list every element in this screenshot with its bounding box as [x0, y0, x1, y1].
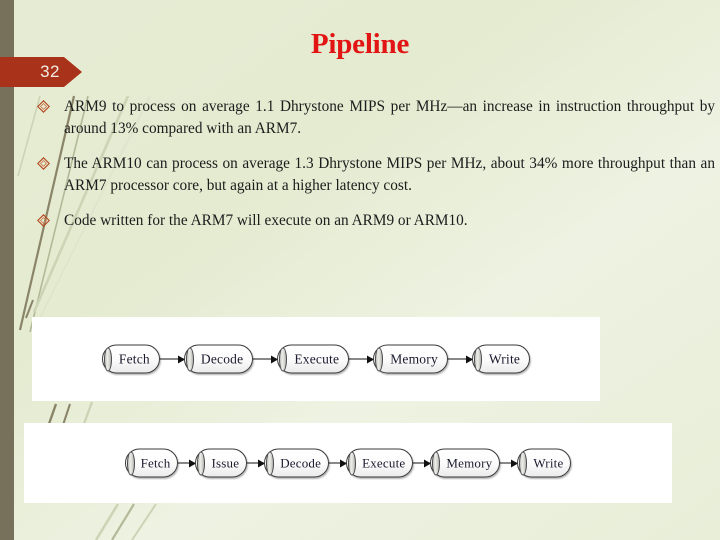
pipeline-stage-write: Write [471, 344, 531, 374]
pipeline-latch-icon [473, 347, 482, 371]
pipeline-latch-icon [126, 451, 135, 475]
pipeline-stage-issue: Issue [195, 448, 248, 478]
pipeline-stage-memory: Memory [373, 344, 448, 374]
slide-number-banner: 32 [0, 57, 82, 87]
pipeline-stage-fetch: Fetch [124, 448, 179, 478]
list-item-text: ARM9 to process on average 1.1 Dhrystone… [64, 98, 715, 138]
pipeline-stage-execute: Execute [277, 344, 350, 374]
pipeline-stage-decode: Decode [183, 344, 254, 374]
list-item: Code written for the ARM7 will execute o… [33, 210, 715, 232]
pipeline-latch-icon [197, 451, 206, 475]
pipeline-stage-label: Fetch [118, 351, 150, 366]
pipeline-latch-icon [103, 347, 112, 371]
five-stage-pipeline-diagram: Fetch Decode Execute Memory [32, 317, 600, 401]
bullet-list: ARM9 to process on average 1.1 Dhrystone… [33, 96, 715, 232]
pipeline-stage-label: Decode [280, 455, 322, 470]
pipeline-stage-label: Issue [211, 455, 240, 470]
pipeline-arrow-icon [253, 354, 279, 364]
pipeline-arrow-icon [349, 354, 375, 364]
pipeline-latch-icon [432, 451, 441, 475]
pipeline-arrow-icon [159, 354, 185, 364]
pipeline-stage-memory: Memory [430, 448, 501, 478]
list-item-text: The ARM10 can process on average 1.3 Dhr… [64, 155, 715, 195]
pipeline-latch-icon [266, 451, 275, 475]
pipeline-stage-row: Fetch Issue Decode Execute [24, 448, 672, 478]
list-item: ARM9 to process on average 1.1 Dhrystone… [33, 96, 715, 140]
diamond-outline-icon [37, 214, 50, 228]
pipeline-arrow-icon [500, 458, 519, 468]
six-stage-pipeline-diagram: Fetch Issue Decode Execute [24, 423, 672, 503]
list-item: The ARM10 can process on average 1.3 Dhr… [33, 153, 715, 197]
pipeline-arrow-icon [178, 458, 197, 468]
pipeline-latch-icon [375, 347, 384, 371]
pipeline-stage-write: Write [517, 448, 572, 478]
pipeline-stage-execute: Execute [346, 448, 414, 478]
pipeline-stage-label: Execute [362, 455, 406, 470]
pipeline-latch-icon [185, 347, 194, 371]
pipeline-stage-label: Memory [390, 351, 438, 366]
pipeline-stage-label: Execute [294, 351, 340, 366]
pipeline-arrow-icon [247, 458, 266, 468]
pipeline-latch-icon [519, 451, 528, 475]
pipeline-stage-fetch: Fetch [101, 344, 160, 374]
list-item-text: Code written for the ARM7 will execute o… [64, 212, 468, 230]
diamond-outline-icon [37, 100, 50, 113]
left-accent-bar [0, 0, 14, 540]
pipeline-stage-label: Write [488, 351, 521, 366]
diamond-outline-icon [37, 157, 50, 171]
pipeline-stage-row: Fetch Decode Execute Memory [32, 344, 600, 374]
pipeline-stage-label: Fetch [140, 455, 171, 470]
slide-number: 32 [40, 62, 60, 81]
pipeline-arrow-icon [329, 458, 348, 468]
page-title: Pipeline [310, 28, 410, 60]
pipeline-stage-label: Memory [446, 455, 493, 470]
pipeline-stage-label: Decode [200, 351, 244, 366]
pipeline-arrow-icon [447, 354, 473, 364]
pipeline-latch-icon [279, 347, 288, 371]
pipeline-arrow-icon [413, 458, 432, 468]
pipeline-latch-icon [348, 451, 357, 475]
pipeline-stage-label: Write [533, 455, 564, 470]
pipeline-stage-decode: Decode [264, 448, 330, 478]
